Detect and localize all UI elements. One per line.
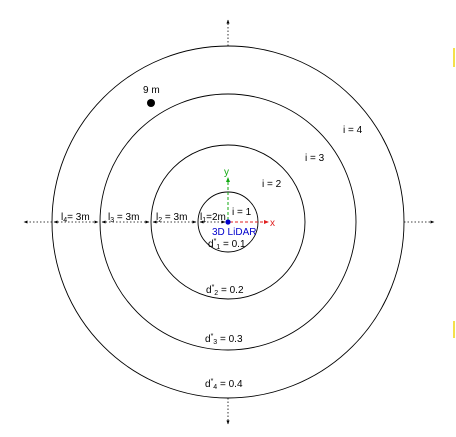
ring-3	[99, 93, 357, 351]
threshold-label-d3: d*3 = 0.3	[205, 333, 243, 346]
threshold-d3-rest: = 0.3	[217, 334, 243, 345]
threshold-label-d1: d*1 = 0.1	[208, 238, 246, 251]
threshold-d4-rest: = 0.4	[217, 379, 243, 390]
threshold-d2-rest: = 0.2	[218, 285, 244, 296]
sensor-label: 3D LiDAR	[212, 227, 256, 238]
threshold-d1-main: d	[208, 239, 214, 250]
width-l2-rest: = 3m	[162, 212, 187, 223]
width-l1-main: l	[200, 212, 202, 223]
axis-x-label: x	[270, 218, 275, 229]
threshold-d3-sub: 3	[213, 339, 217, 346]
width-l4-sub: 4	[63, 217, 67, 224]
threshold-d3-sup: *	[211, 333, 214, 340]
ring-2	[150, 144, 306, 300]
width-l1-rest: =2m	[206, 212, 226, 223]
ring-label-i4: i = 4	[343, 125, 363, 136]
ring-label-i3: i = 3	[305, 153, 325, 164]
width-l3-main: l	[108, 212, 110, 223]
width-l4-rest: = 3m	[67, 212, 90, 223]
threshold-d4-sub: 4	[213, 384, 217, 391]
point-marker	[147, 99, 155, 107]
threshold-d2-sub: 2	[214, 290, 218, 297]
width-label-l4: l4= 3m	[61, 212, 90, 224]
threshold-d1-sub: 1	[216, 244, 220, 251]
width-l4-main: l	[61, 212, 63, 223]
axis-y-label: y	[224, 167, 229, 178]
width-label-l2: l2 = 3m	[156, 212, 187, 224]
edge-mark-top	[453, 48, 455, 67]
threshold-d1-sup: *	[214, 238, 217, 245]
width-l2-sub: 2	[158, 217, 162, 224]
width-label-l3: l3 = 3m	[108, 212, 139, 224]
width-l2-main: l	[156, 212, 158, 223]
threshold-label-d2: d*2 = 0.2	[206, 284, 244, 297]
width-l1-sub: 1	[202, 217, 206, 224]
threshold-d2-main: d	[206, 285, 212, 296]
ring-label-i2: i = 2	[262, 179, 282, 190]
threshold-d3-main: d	[205, 334, 211, 345]
width-l3-rest: = 3m	[114, 212, 139, 223]
ring-label-i1: i = 1	[232, 207, 252, 218]
threshold-d4-sup: *	[211, 378, 214, 385]
outer-arrows	[23, 19, 435, 425]
threshold-label-d4: d*4 = 0.4	[205, 378, 243, 391]
sensor-origin-dot	[225, 219, 231, 225]
point-label: 9 m	[143, 85, 160, 96]
width-l3-sub: 3	[110, 217, 114, 224]
threshold-d4-main: d	[205, 379, 211, 390]
edge-mark-bottom	[453, 321, 455, 338]
threshold-d1-rest: = 0.1	[220, 239, 246, 250]
width-label-l1: l1=2m	[200, 212, 226, 224]
threshold-d2-sup: *	[212, 284, 215, 291]
